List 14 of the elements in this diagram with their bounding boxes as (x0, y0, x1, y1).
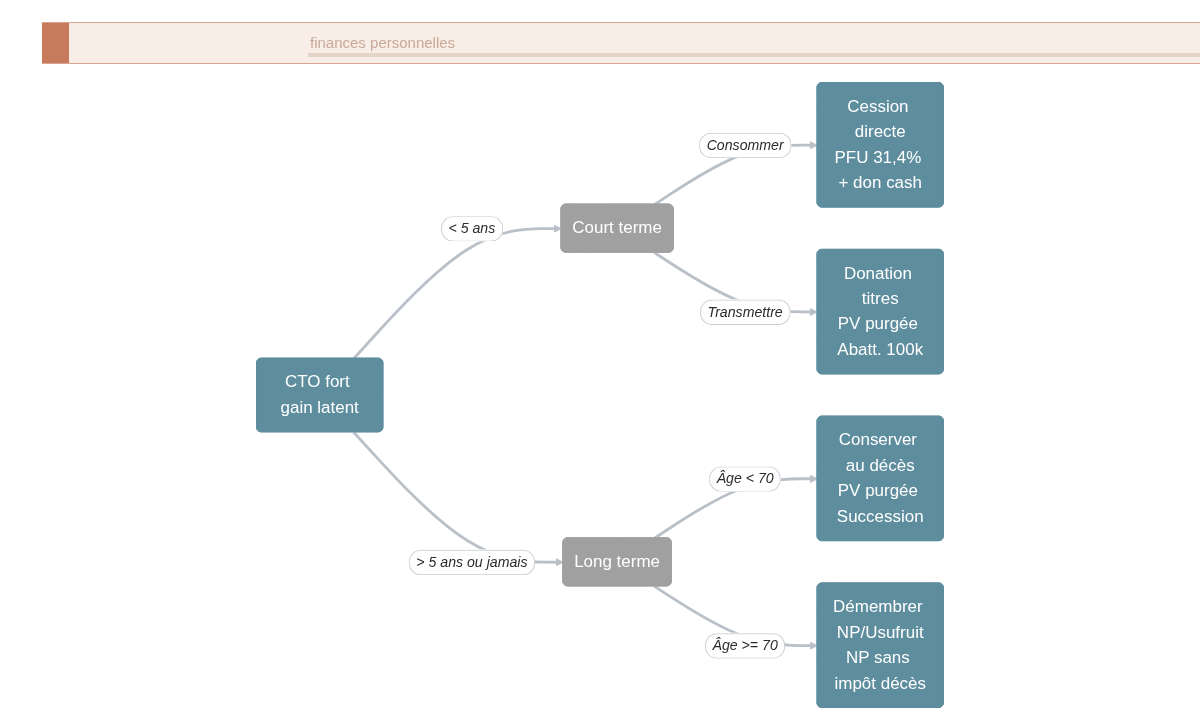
edge-label: Consommer (699, 131, 792, 158)
edge-label: Âge < 70 (709, 464, 782, 491)
outcome-box: Cession directe PFU 31,4% + don cash (816, 81, 944, 207)
edge-label: Transmettre (700, 298, 791, 325)
start-box: CTO fort gain latent (256, 357, 384, 432)
outcome-box: Démembrer NP/Usufruit NP sans impôt décès (816, 582, 944, 708)
outcome-box: Donation titres PV purgée Abatt. 100k (816, 248, 944, 374)
category-box: Long terme (562, 536, 672, 586)
edge-label: < 5 ans (441, 214, 503, 241)
site-tagline: finances personnelles (310, 34, 456, 51)
outcome-box: Conserver au décès PV purgée Succession (816, 415, 944, 541)
category-box: Court terme (560, 203, 674, 253)
edge-label: Âge >= 70 (705, 631, 786, 658)
edge-label: > 5 ans ou jamais (408, 548, 536, 575)
